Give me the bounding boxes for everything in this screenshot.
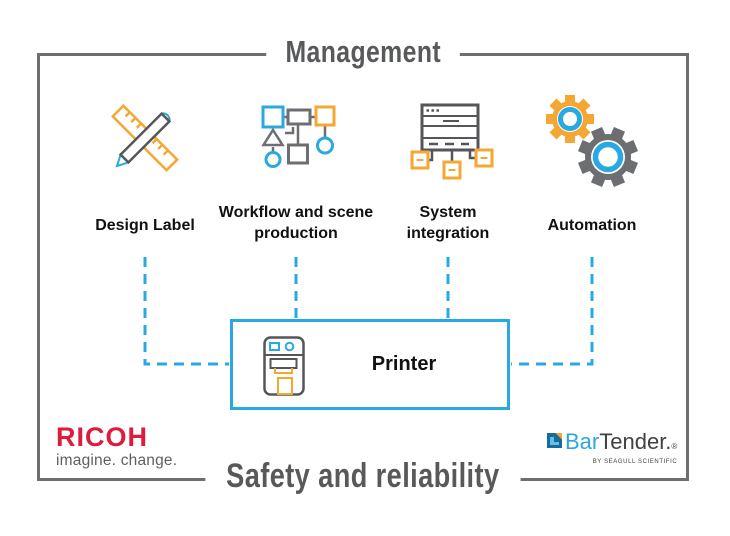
label-automation: Automation <box>517 215 667 236</box>
label-line: production <box>254 225 338 242</box>
label-line: Design Label <box>95 217 195 234</box>
ricoh-logo: RICOH imagine. change. <box>56 424 177 470</box>
label-workflow: Workflow and scene production <box>211 202 381 244</box>
ricoh-tagline: imagine. change. <box>56 452 178 469</box>
printer-box: Printer <box>230 319 510 410</box>
label-line: Automation <box>547 217 637 234</box>
label-line: System <box>419 204 477 221</box>
pencil-shape <box>115 111 172 168</box>
pencil-ruler-icon <box>111 104 179 172</box>
bartender-subtitle: BY SEAGULL SCIENTIFIC <box>592 459 678 465</box>
gray-gear <box>577 126 639 188</box>
frame-title-bottom: Safety and reliability <box>37 458 689 495</box>
ricoh-wordmark: RICOH <box>56 422 148 452</box>
gears-icon <box>546 95 639 188</box>
bartender-word-dark: Tender. <box>599 429 672 454</box>
label-system-integration: System integration <box>373 202 523 244</box>
bartender-wordmark: BarTender.® <box>565 431 677 458</box>
management-title: Management <box>265 34 460 70</box>
label-line: integration <box>406 225 490 242</box>
label-design-label: Design Label <box>70 215 220 236</box>
bartender-logo: BarTender.® BY SEAGULL SCIENTIFIC <box>547 431 677 465</box>
label-line: Workflow and scene <box>218 204 374 221</box>
flowchart-icon <box>261 105 336 168</box>
printer-icon <box>263 336 305 396</box>
bartender-mark-icon <box>547 433 562 448</box>
orange-gear <box>546 95 594 143</box>
printer-label: Printer <box>371 353 437 375</box>
safety-title: Safety and reliability <box>205 458 521 495</box>
frame-title-top: Management <box>37 34 689 70</box>
bartender-word-blue: Bar <box>565 429 600 454</box>
registered-mark: ® <box>671 442 678 451</box>
server-integration-icon <box>410 103 494 180</box>
